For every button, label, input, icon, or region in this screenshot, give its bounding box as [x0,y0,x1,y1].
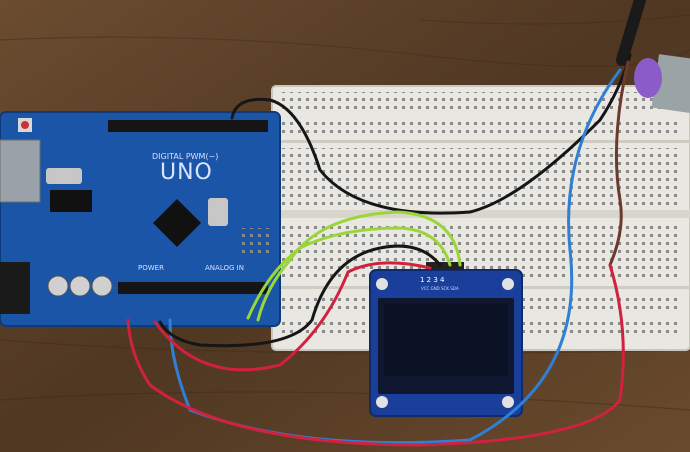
arduino-uno-board [0,111,281,327]
board-name-label: UNO [160,160,213,185]
wire-black-oled [158,244,442,348]
wire-red-oled [153,261,432,372]
oled-pin-names: VCC GND SCK SDA [421,286,459,291]
analog-header-label: ANALOG IN [205,264,244,272]
wire-red-power [126,263,625,447]
jumper-wires [126,53,632,447]
power-header-label: POWER [138,264,164,272]
oled-pin-numbers: 1 2 3 4 [420,276,445,284]
proximity-sensor [616,0,690,116]
wire-green-sck [246,226,452,320]
digital-pwm-label: DIGITAL PWM(~) [152,152,219,161]
wire-black-top [230,53,632,215]
wire-green-sda [256,210,462,322]
wire-brown-sensor [608,60,630,267]
oled-display-module [369,262,523,417]
